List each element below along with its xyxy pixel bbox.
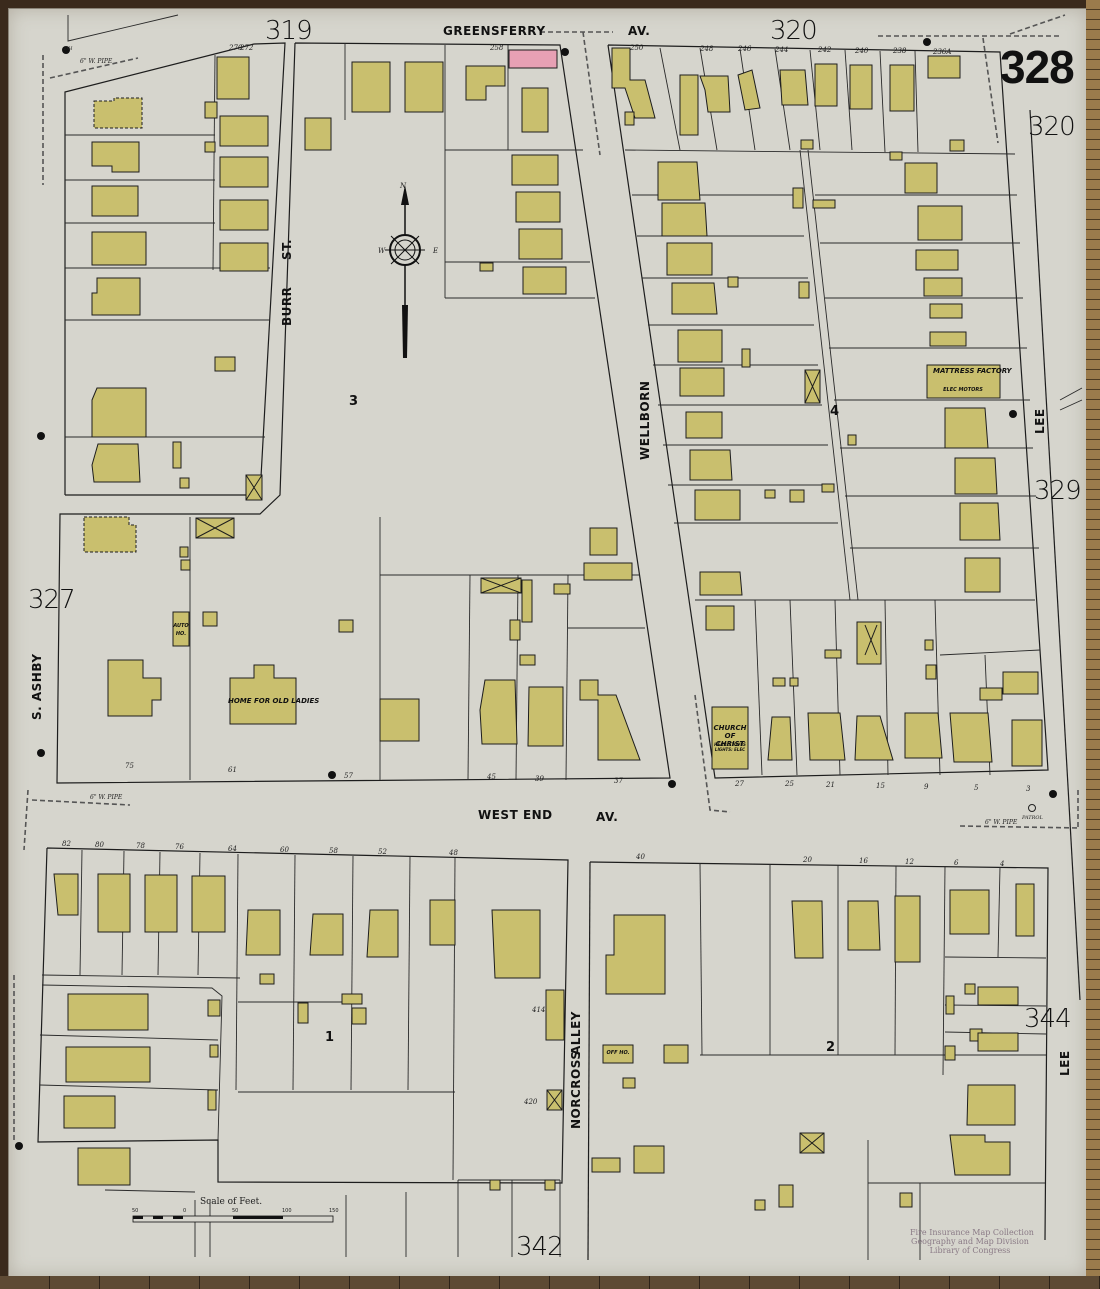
scale-tick-100: 100 (282, 1208, 292, 1214)
house-number: 272 (240, 44, 254, 52)
mattress-factory-sub: ELEC MOTORS (943, 387, 983, 393)
compass-east: E (433, 247, 439, 255)
street-lee-upper: LEE (1033, 408, 1047, 434)
block-number-4: 4 (830, 404, 840, 419)
house-number: 240 (855, 47, 869, 55)
house-number: 78 (136, 842, 145, 850)
adjacent-sheet-329[interactable]: 329 (1034, 476, 1082, 506)
house-number: 15 (876, 782, 885, 790)
loc-stamp: Fire Insurance Map Collection Geography … (910, 1228, 1034, 1255)
house-number: 64 (228, 845, 237, 853)
sheet-number: 328 (1000, 41, 1075, 93)
street-burr-suffix: ST. (280, 238, 294, 260)
adjacent-sheet-342[interactable]: 342 (516, 1232, 564, 1262)
house-number: 258 (490, 44, 504, 52)
house-number: 3 (1026, 785, 1031, 793)
scale-title: Scale of Feet. (200, 1197, 263, 1207)
scale-tick-50: 50 (232, 1208, 239, 1214)
house-number: 27 (735, 780, 744, 788)
house-number: 52 (378, 848, 387, 856)
auto-house-label: AUTO HO. (173, 623, 189, 637)
house-number: 4 (1000, 860, 1005, 868)
house-number: 250 (630, 44, 644, 52)
street-burr: BURR (280, 286, 294, 326)
house-number: 248 (700, 45, 714, 53)
compass-west: W (378, 247, 386, 255)
water-pipe-label: 6" W. PIPE (80, 58, 113, 65)
house-number: 244 (775, 46, 789, 54)
house-number: 270 (229, 44, 243, 52)
adjacent-sheet-320-top[interactable]: 320 (770, 16, 818, 46)
house-number: 37 (614, 777, 623, 785)
house-number: 12 (905, 858, 914, 866)
house-number: 45 (487, 773, 496, 781)
compass-rose-icon (385, 185, 425, 358)
stamp-line-1: Fire Insurance Map Collection (910, 1228, 1034, 1237)
house-number: 80 (95, 841, 104, 849)
house-number: 246 (738, 45, 752, 53)
street-norcross: NORCROSS (569, 1050, 583, 1129)
ruler-right (1086, 0, 1100, 1289)
street-west-end-suffix: AV. (596, 810, 619, 824)
mattress-factory-label: MATTRESS FACTORY (933, 367, 1012, 375)
church-of-christ-label: CHURCH OF CHRIST (713, 724, 747, 748)
house-number: 9 (924, 783, 929, 791)
house-number: 61 (228, 766, 237, 774)
house-number: 420 (524, 1098, 538, 1106)
patrol-box-label: PATROL (1022, 815, 1043, 821)
house-number: 242 (818, 46, 832, 54)
house-number: 82 (62, 840, 71, 848)
office-house-label: OFF HO. (606, 1050, 630, 1056)
house-number: 16 (859, 857, 868, 865)
adjacent-sheet-327[interactable]: 327 (28, 585, 76, 615)
compass-north: N (400, 182, 407, 190)
scale-tick-50w: 50 (132, 1208, 139, 1214)
house-number: 25 (785, 780, 794, 788)
scale-tick-0: 0 (183, 1208, 187, 1214)
street-s-ashby: S. ASHBY (30, 653, 44, 720)
house-number: 57 (344, 772, 353, 780)
street-lee-lower: LEE (1058, 1050, 1072, 1076)
home-for-old-ladies-label: HOME FOR OLD LADIES (228, 697, 320, 705)
house-number: 20 (803, 856, 812, 864)
stamp-line-3: Library of Congress (929, 1246, 1011, 1255)
house-number: 238 (893, 47, 907, 55)
street-west-end: WEST END (478, 808, 553, 822)
hydrant-label: DH (64, 46, 73, 52)
house-number: 39 (535, 775, 544, 783)
house-number: 76 (175, 843, 184, 851)
adjacent-sheet-319[interactable]: 319 (265, 16, 313, 46)
house-number: 58 (329, 847, 338, 855)
house-number: 414 (532, 1006, 546, 1014)
scale-bar (132, 1215, 334, 1223)
house-number: 5 (974, 784, 979, 792)
house-number: 236A (933, 48, 952, 56)
block-number-1: 1 (325, 1030, 335, 1045)
street-greensferry: GREENSFERRY (443, 24, 546, 38)
house-number: 6 (954, 859, 959, 867)
house-number: 21 (826, 781, 835, 789)
street-wellborn: WELLBORN (638, 380, 652, 460)
house-number: 48 (449, 849, 458, 857)
church-sub-label: HEAT: STOVES LIGHTS: ELEC (714, 742, 746, 752)
house-number: 40 (636, 853, 645, 861)
block-number-2: 2 (826, 1040, 836, 1055)
house-number: 75 (125, 762, 134, 770)
scale-tick-150: 150 (329, 1208, 339, 1214)
house-number: 60 (280, 846, 289, 854)
adjacent-sheet-344[interactable]: 344 (1024, 1004, 1072, 1034)
water-pipe-label: 6" W. PIPE (985, 819, 1018, 826)
stamp-line-2: Geography and Map Division (911, 1237, 1029, 1246)
street-alley: ALLEY (569, 1011, 583, 1055)
block-number-3: 3 (349, 394, 359, 409)
water-pipe-label: 6" W. PIPE (90, 794, 123, 801)
street-greensferry-suffix: AV. (628, 24, 651, 38)
ruler-bottom (0, 1276, 1100, 1289)
adjacent-sheet-320-right[interactable]: 320 (1028, 112, 1076, 142)
